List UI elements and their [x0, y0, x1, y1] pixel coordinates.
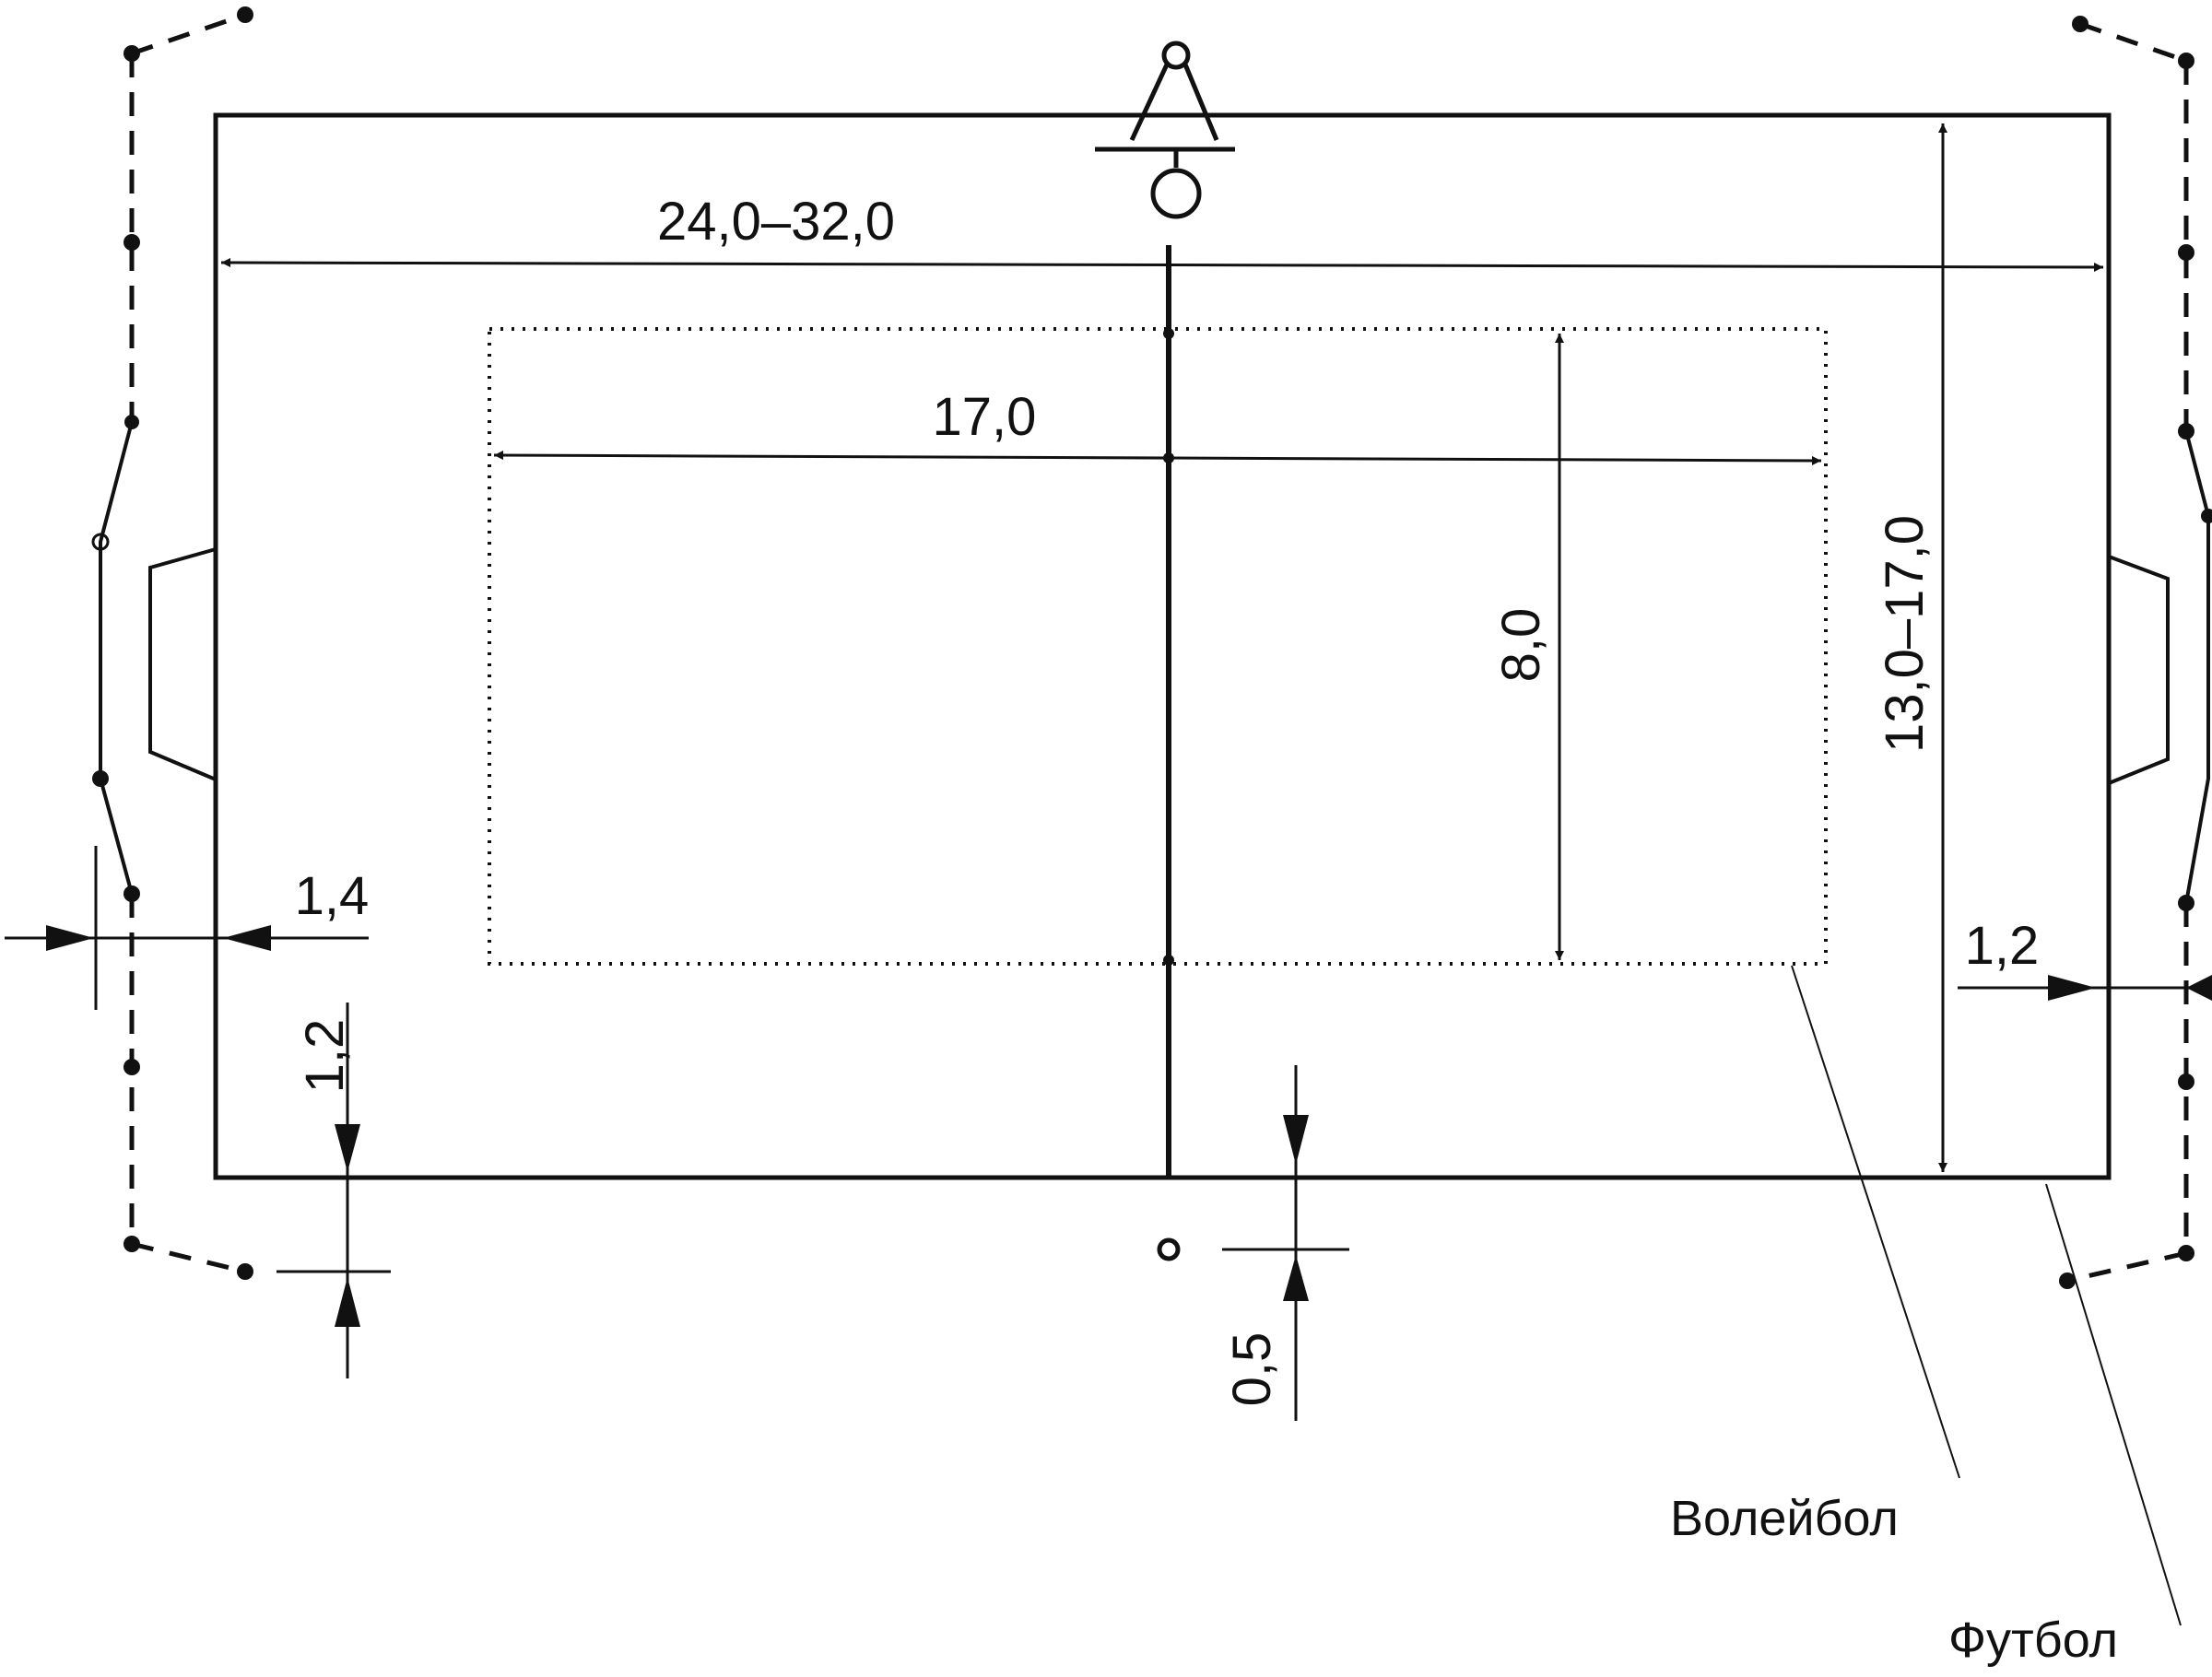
volleyball-length-label: 17,0 [933, 387, 1037, 447]
left-goal [148, 547, 217, 781]
volleyball-leader-line [1791, 965, 1960, 1479]
football-label: Футбол [1948, 1612, 2118, 1668]
volleyball-court-boundary [488, 327, 1828, 966]
bottom-clearance-dimension [276, 1003, 391, 1378]
post-offset-dimension [1222, 1065, 1349, 1421]
bottom-clearance-label: 1,2 [295, 1019, 355, 1094]
top-hoop-stand-icon [1095, 41, 1235, 219]
left-safety-zone [91, 6, 253, 1280]
overall-length-dimension-line [220, 258, 2104, 272]
right-clearance-label: 1,2 [1965, 916, 2040, 976]
right-goal [2108, 555, 2170, 785]
football-court-boundary [213, 112, 2112, 1180]
overall-length-label: 24,0–32,0 [657, 192, 895, 252]
left-clearance-label: 1,4 [295, 866, 370, 926]
post-offset-label: 0,5 [1222, 1332, 1282, 1407]
right-clearance-dimension [1958, 975, 2212, 1001]
right-safety-zone [2059, 16, 2212, 1289]
volleyball-width-label: 8,0 [1491, 608, 1551, 683]
volleyball-length-dimension-line [493, 451, 1822, 465]
bottom-post-marker [1157, 1237, 1181, 1261]
volleyball-label: Волейбол [1670, 1491, 1899, 1546]
left-clearance-dimension [5, 846, 369, 1010]
football-leader-line [2045, 1183, 2182, 1626]
overall-width-label: 13,0–17,0 [1875, 515, 1935, 753]
